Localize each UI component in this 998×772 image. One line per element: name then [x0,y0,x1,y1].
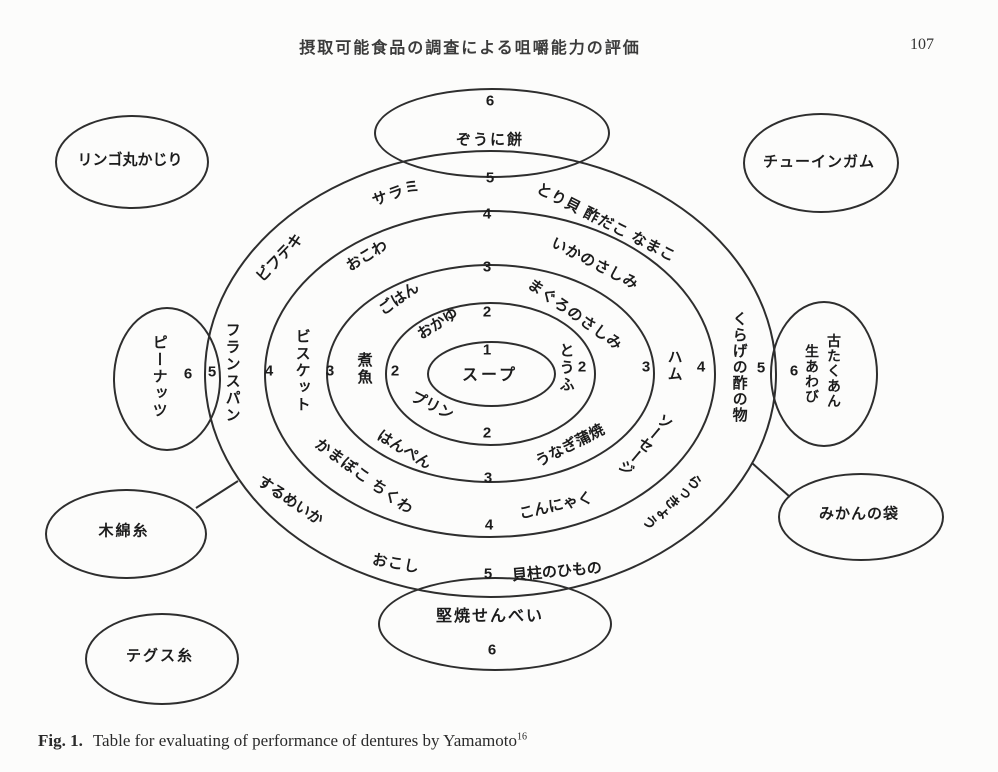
food-label-furu-takuan: 古たくあん [826,333,843,409]
oval-mikan-no-fukuro [778,473,944,561]
food-label-kurage-su-no-mono: くらげの酢の物 [730,311,748,423]
score-tick-left-2: 2 [390,362,400,380]
score-tick-top-2: 2 [482,303,492,321]
food-label-zouni-mochi: ぞうに餅 [455,131,525,149]
score-tick-left-3: 3 [325,362,335,380]
food-label-biscuit: ビスケット [293,328,311,414]
connector-momen-ito [195,480,239,509]
page-header-title: 摂取可能食品の調査による咀嚼能力の評価 [299,40,641,57]
oval-momen-ito [45,489,207,579]
oval-takuan-awabi [770,301,878,447]
score-tick-bottom-3: 3 [483,469,493,487]
food-label-nama-awabi: 生あわび [804,344,821,404]
label-mikan-no-fukuro: みかんの袋 [818,505,900,523]
score-tick-top-4: 4 [482,205,492,223]
oval-ringo-marukajiri [55,115,209,209]
score-tick-bottom-2: 2 [482,424,492,442]
score-tick-right-2: 2 [577,358,587,376]
food-label-peanuts: ピーナッツ [150,334,168,420]
label-tegusu-ito: テグス糸 [125,647,195,665]
score-tick-right-6: 6 [789,362,799,380]
figure-caption-reference: 16 [517,731,528,743]
score-tick-right-5: 5 [756,359,766,377]
score-tick-center-1: 1 [482,341,492,359]
oval-zouni-mochi [374,88,610,178]
oval-peanuts [113,307,221,451]
figure-caption: Fig. 1. Table for evaluating of performan… [38,731,527,751]
oval-chewing-gum [743,113,899,213]
figure-caption-number: Fig. 1. [38,731,83,750]
score-tick-left-6: 6 [183,365,193,383]
score-tick-bottom-5: 5 [483,565,493,583]
oval-katayaki-senbei [378,577,612,671]
food-label-nizakana: 煮魚 [355,352,373,386]
score-tick-left-5: 5 [207,363,217,381]
ellipse-ring-4 [264,210,716,538]
ellipse-ring-2 [385,302,596,446]
food-label-katayaki-senbei: 堅焼せんべい [435,607,545,625]
score-tick-top-5: 5 [485,169,495,187]
score-tick-right-3: 3 [641,358,651,376]
score-tick-top-3: 3 [482,258,492,276]
score-tick-top-6: 6 [485,92,495,110]
food-label-france-pan: フランスパン [223,322,241,424]
ellipse-ring-1 [427,341,556,407]
score-tick-bottom-4: 4 [484,516,494,534]
food-label-tofu: とうふ [557,342,575,394]
score-tick-left-4: 4 [264,362,274,380]
connector-mikan [751,462,791,498]
score-tick-right-4: 4 [696,358,706,376]
score-tick-bottom-6: 6 [487,641,497,659]
label-chewing-gum: チューインガム [762,153,876,171]
figure-caption-text: Table for evaluating of performance of d… [92,731,518,750]
label-momen-ito: 木綿糸 [98,522,150,540]
page-number: 107 [910,36,934,53]
label-ringo-marukajiri: リンゴ丸かじり [77,151,183,169]
food-label-soup: スープ [461,366,519,384]
oval-tegusu-ito [85,613,239,705]
food-label-ham: ハム [665,349,683,383]
ellipse-ring-3 [326,264,655,483]
